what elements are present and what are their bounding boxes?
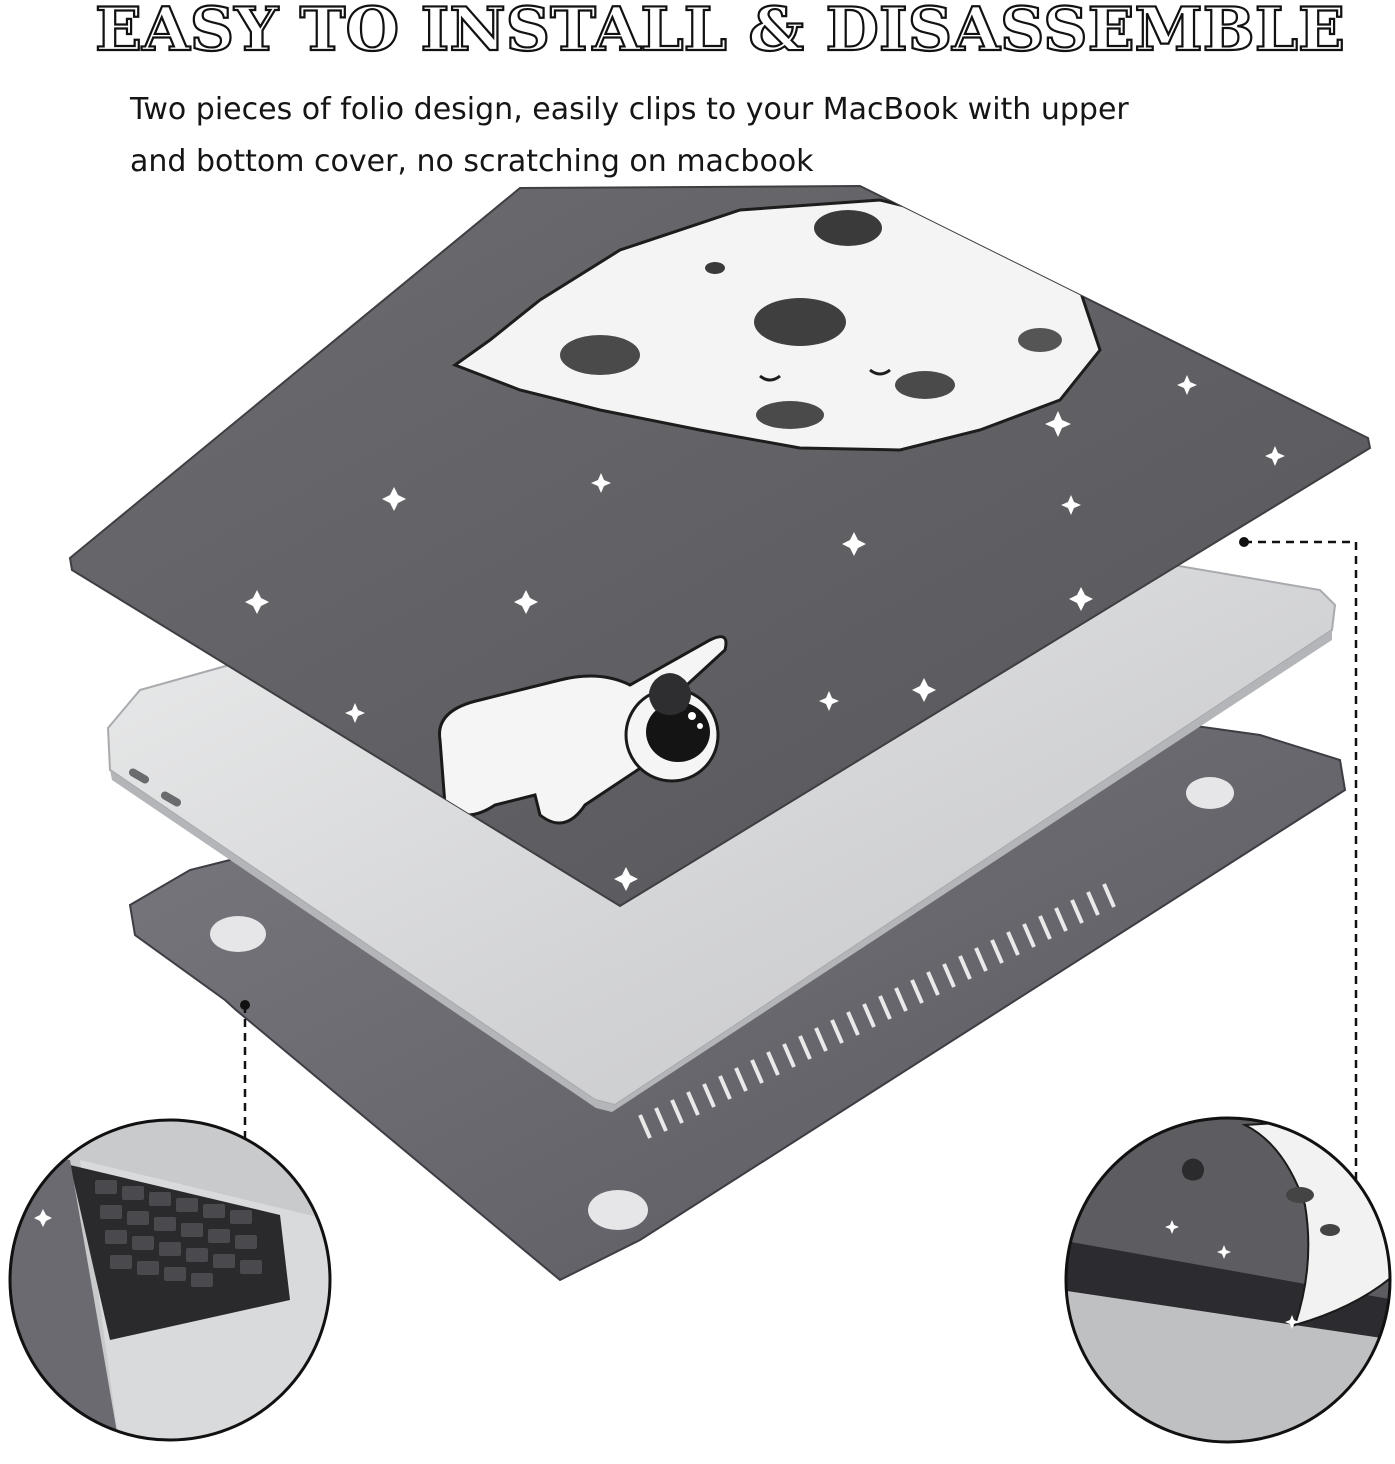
moon-illustration [451,198,1102,452]
star-icon [912,678,936,702]
magnifier-edge [1064,1116,1392,1444]
star-icon [819,691,839,711]
usb-c-port-icon [128,768,150,784]
callout-point-icon [1239,537,1249,547]
apple-logo-icon [649,673,691,715]
headline-text: EASY TO INSTALL & DISASSEMBLE [95,0,1345,65]
top-case-cover [68,184,1372,908]
star-icon [1285,1315,1299,1329]
rubber-foot-icon [1186,777,1234,809]
description-line-2: and bottom cover, no scratching on macbo… [130,144,814,179]
stars [245,375,1285,891]
star-icon [245,590,269,614]
star-icon [1217,1245,1231,1259]
star-icon [382,487,406,511]
star-icon [514,590,538,614]
star-icon [34,1209,52,1227]
star-icon [1177,375,1197,395]
star-icon [591,473,611,493]
callout-point-icon [240,1000,250,1010]
headline: EASY TO INSTALL & DISASSEMBLE [94,0,1346,66]
product-description: Two pieces of folio design, easily clips… [130,84,1270,188]
vent-slots [638,883,1116,1139]
callout-lines [243,540,1358,1185]
star-icon [1069,587,1093,611]
magnifier-keyboard [8,1118,332,1442]
usb-c-port-icon [160,791,182,807]
star-icon [345,703,365,723]
star-icon [1165,1220,1179,1234]
star-icon [842,532,866,556]
star-icon [614,867,638,891]
description-line-1: Two pieces of folio design, easily clips… [130,92,1129,127]
rubber-foot-icon [588,1190,648,1230]
star-icon [1265,446,1285,466]
star-icon [1045,411,1071,437]
star-icon [1061,495,1081,515]
apple-logo-icon [1182,1158,1204,1181]
rubber-foot-icon [210,916,266,952]
